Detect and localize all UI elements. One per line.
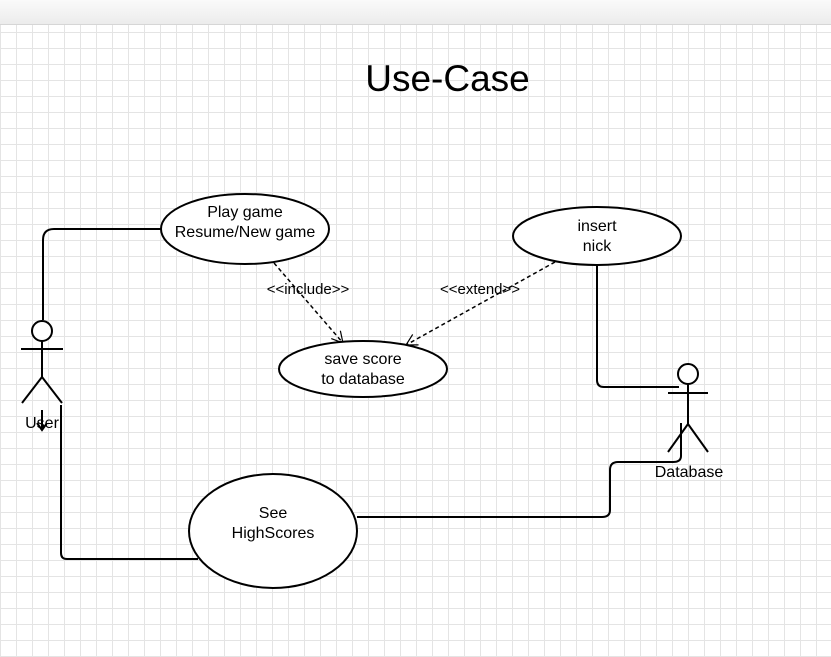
toolbar-strip (0, 0, 831, 25)
use-case-scores-line-2: HighScores (231, 525, 315, 542)
association-database-scores[interactable] (357, 423, 682, 518)
use-case-play-line-1: Play game (207, 204, 283, 221)
include-arrow[interactable] (273, 262, 344, 344)
association-insert-database[interactable] (596, 266, 679, 388)
association-user-play[interactable] (42, 228, 161, 320)
use-case-see-highscores[interactable] (188, 473, 358, 589)
use-case-insert-label: insert nick (513, 217, 681, 257)
use-case-save-line-1: save score (324, 351, 402, 368)
association-user-scores[interactable] (60, 405, 198, 560)
diagram-title: Use-Case (365, 58, 530, 99)
extend-label: <<extend>> (439, 281, 521, 298)
use-case-play-line-2: Resume/New game (174, 224, 316, 241)
use-case-play-label: Play game Resume/New game (161, 203, 329, 243)
use-case-insert-nick[interactable] (512, 206, 682, 266)
use-case-scores-line-1: See (258, 505, 288, 522)
use-case-save-label: save score to database (279, 350, 447, 390)
actor-user[interactable] (21, 320, 63, 432)
use-case-save-score[interactable] (278, 340, 448, 398)
use-case-play-game[interactable] (160, 193, 330, 265)
actor-database-label: Database (654, 464, 724, 481)
use-case-insert-line-1: insert (577, 218, 617, 235)
include-label: <<include>> (266, 281, 350, 298)
actor-database[interactable] (667, 363, 709, 453)
extend-arrow[interactable] (404, 261, 556, 346)
use-case-insert-line-2: nick (582, 238, 612, 255)
use-case-scores-label: See HighScores (189, 504, 357, 544)
actor-user-label: User (25, 415, 59, 432)
use-case-save-line-2: to database (321, 371, 405, 388)
